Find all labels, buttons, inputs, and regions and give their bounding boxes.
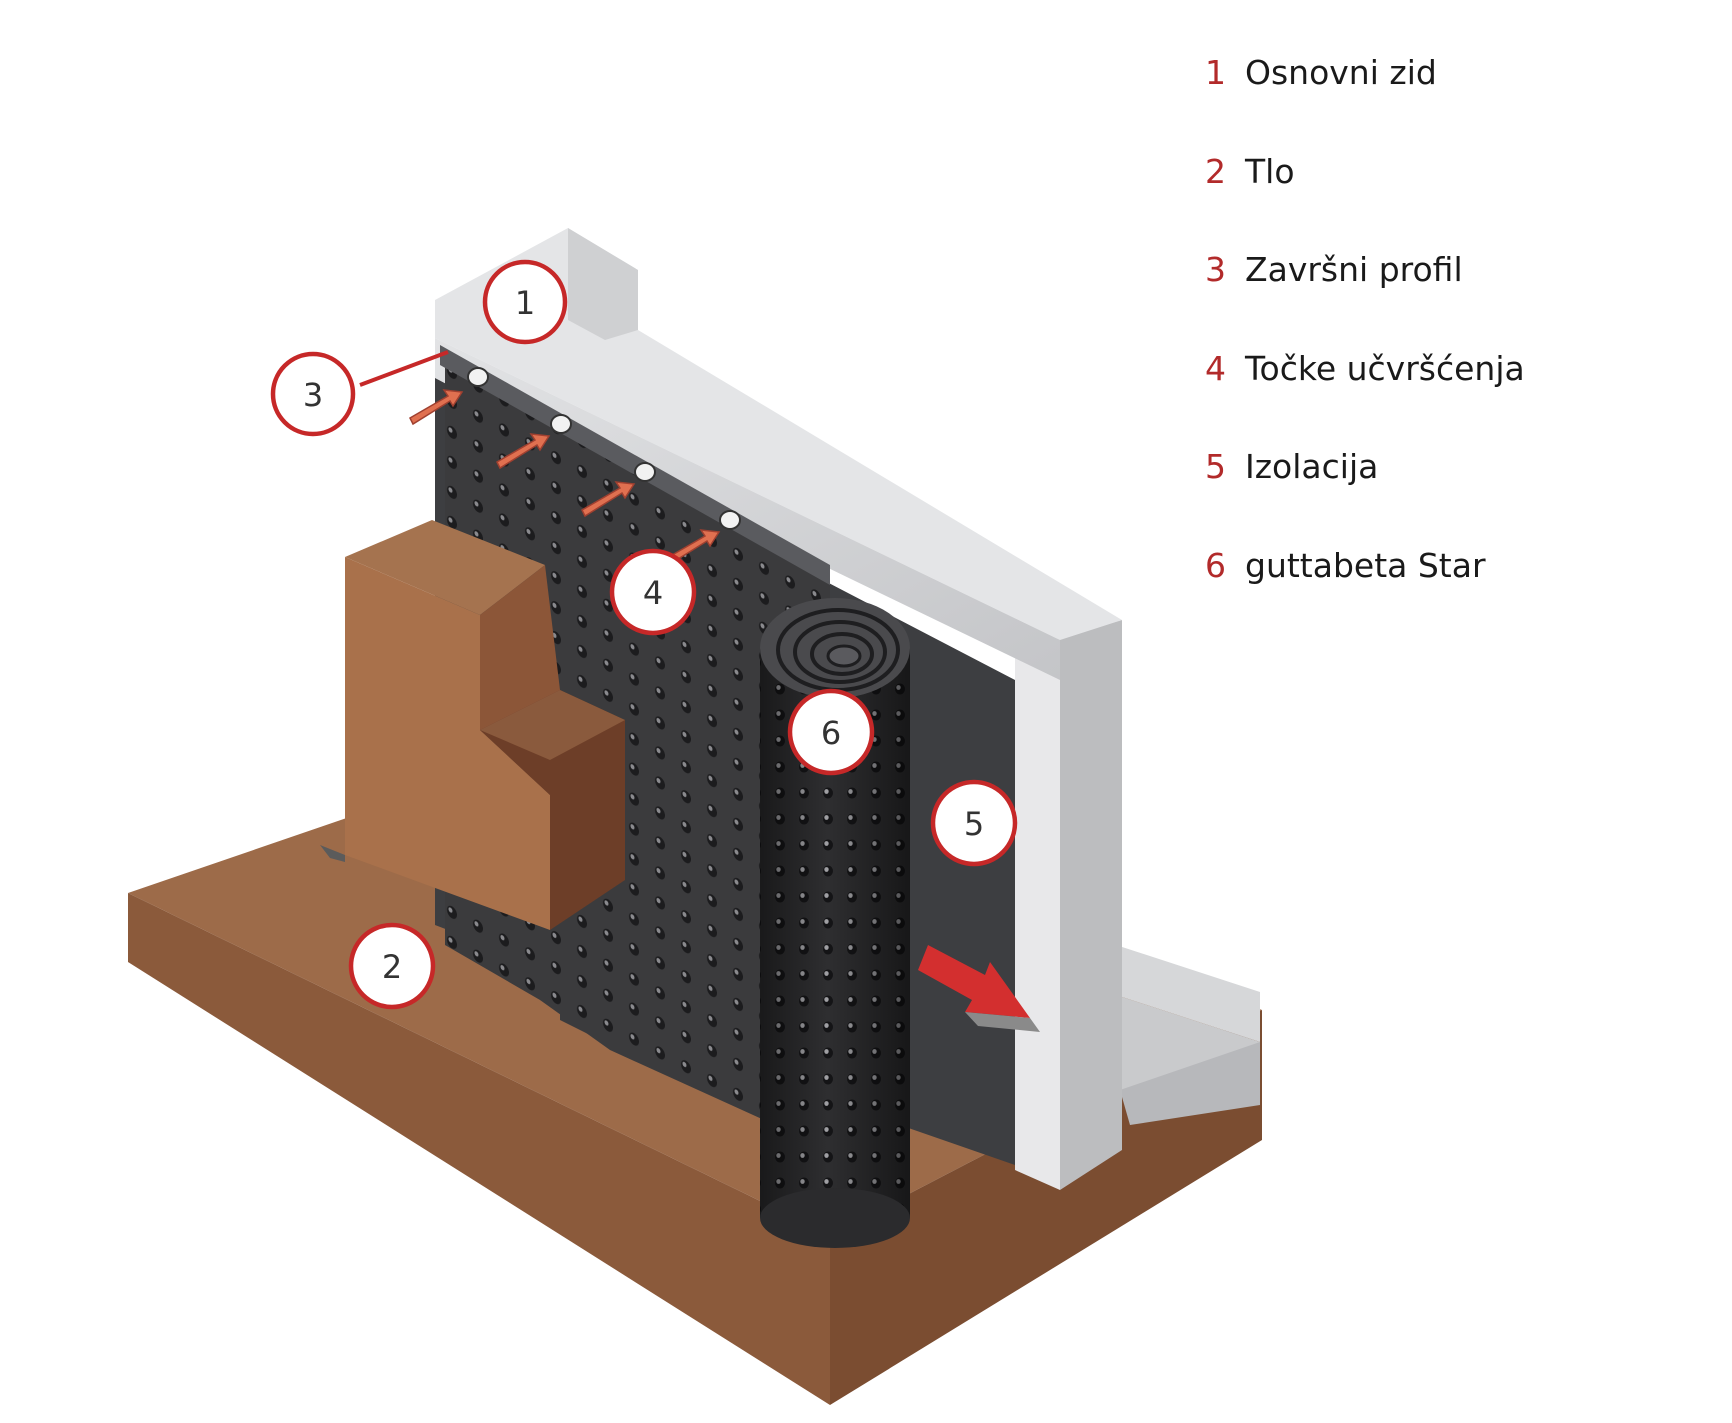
legend-label: Završni profil (1245, 250, 1463, 289)
callout-4: 4 (609, 548, 697, 636)
legend-item: 2 Tlo (1205, 147, 1705, 246)
legend-number: 5 (1205, 447, 1226, 486)
legend-label: Tlo (1245, 151, 1295, 191)
callout-4-label: 4 (643, 574, 663, 612)
legend-label: Točke učvršćenja (1245, 348, 1525, 388)
fixing-points (467, 367, 741, 530)
callout-6: 6 (787, 688, 875, 776)
legend-item: 1 Osnovni zid (1205, 48, 1705, 147)
callout-5-label: 5 (964, 805, 984, 843)
callout-1: 1 (482, 259, 568, 345)
legend-item: 3 Završni profil (1205, 245, 1705, 344)
legend-number: 1 (1205, 53, 1226, 92)
legend-number: 6 (1205, 545, 1226, 585)
legend-item: 6 guttabeta Star (1205, 541, 1705, 640)
water-flow-arrow (918, 945, 1040, 1032)
legend-number: 4 (1205, 348, 1226, 388)
guttabeta-roll (760, 598, 910, 1248)
legend-label: Osnovni zid (1245, 53, 1437, 92)
legend-number: 2 (1205, 151, 1226, 191)
legend-label: guttabeta Star (1245, 545, 1486, 585)
soil-backfill (320, 520, 625, 930)
fixing-arrows (409, 389, 721, 566)
legend-item: 4 Točke učvršćenja (1205, 344, 1705, 443)
callout-1-label: 1 (515, 284, 535, 322)
legend-number: 3 (1205, 250, 1226, 289)
callout-2-label: 2 (382, 948, 402, 986)
base-wall (435, 228, 1260, 1190)
drainage-membrane (445, 350, 830, 1150)
callout-3: 3 (270, 351, 356, 437)
callout-2: 2 (348, 922, 436, 1010)
legend: 1 Osnovni zid 2 Tlo 3 Završni profil 4 T… (1205, 48, 1705, 639)
callout-6-label: 6 (821, 714, 841, 752)
legend-item: 5 Izolacija (1205, 442, 1705, 541)
legend-label: Izolacija (1245, 447, 1379, 486)
callout-5: 5 (930, 779, 1018, 867)
callout-3-leader (359, 350, 449, 387)
callout-3-label: 3 (303, 376, 323, 414)
